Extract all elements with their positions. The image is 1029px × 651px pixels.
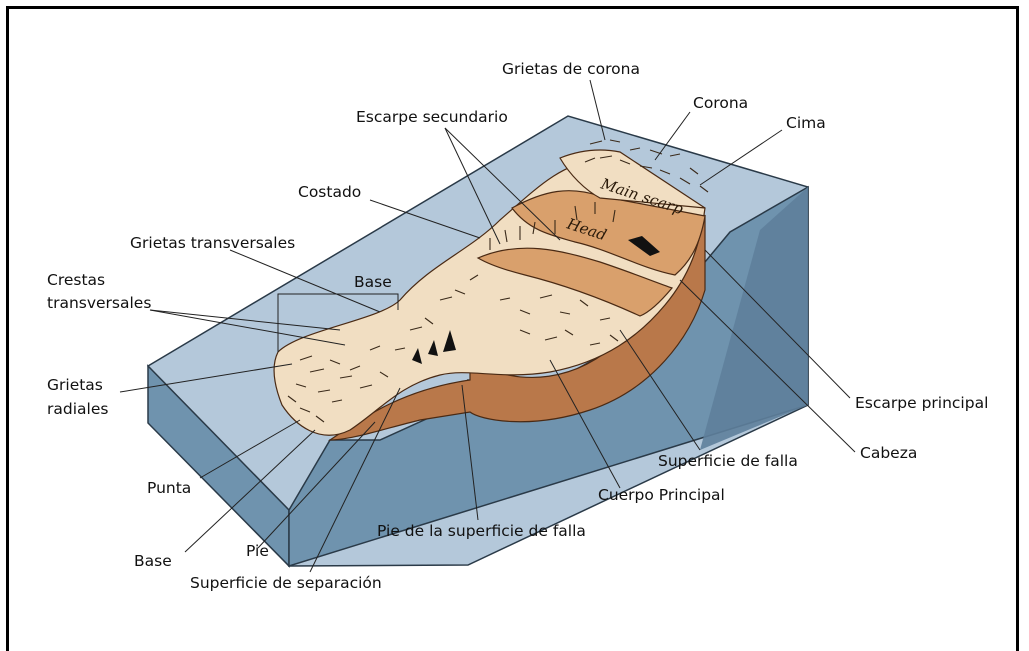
- leader-corona: [654, 111, 691, 161]
- ridge-mark-3: [443, 330, 456, 352]
- head-block: [511, 190, 706, 276]
- leader-grietas-radiales: [119, 363, 293, 393]
- label-crestas-line2: transversales: [47, 294, 151, 312]
- ridge-marks: [412, 236, 660, 364]
- main-scarp-face: [559, 149, 706, 209]
- leader-lines: [119, 79, 856, 573]
- label-cabeza: Cabeza: [860, 444, 917, 462]
- landslide-body: [273, 149, 706, 441]
- label-pie-superficie-falla: Pie de la superficie de falla: [377, 522, 586, 540]
- ridge-mark-2: [428, 340, 438, 356]
- label-grietas-transversales: Grietas transversales: [130, 234, 295, 252]
- ridge-mark-1: [412, 348, 422, 364]
- leader-escarpe-secundario: [444, 127, 561, 241]
- leader-escarpe-principal: [704, 249, 851, 399]
- leader-costado: [369, 199, 481, 239]
- leader-cabeza: [679, 279, 856, 453]
- leader-cuerpo-principal: [549, 359, 621, 489]
- diagram-labels: Grietas de corona Corona Cima Escarpe se…: [47, 60, 988, 592]
- diagram-frame: [6, 6, 1019, 651]
- crack-marks: [287, 139, 709, 423]
- label-punta: Punta: [147, 479, 191, 497]
- leader-crestas-b: [149, 309, 346, 346]
- label-grietas-radiales-line2: radiales: [47, 400, 108, 418]
- label-superficie-falla: Superficie de falla: [658, 452, 798, 470]
- label-pie: Pie: [246, 542, 269, 560]
- leader-crestas-a: [149, 309, 341, 331]
- middle-band: [476, 247, 674, 317]
- leader-grietas-corona: [589, 79, 606, 141]
- label-base-bottom: Base: [134, 552, 172, 570]
- label-cima: Cima: [786, 114, 826, 132]
- label-cuerpo-principal: Cuerpo Principal: [598, 486, 725, 504]
- leader-superficie-separacion: [309, 387, 401, 573]
- leader-pie-superficie-falla: [461, 384, 479, 521]
- label-corona: Corona: [693, 94, 748, 112]
- label-grietas-corona: Grietas de corona: [502, 60, 640, 78]
- leader-cima: [699, 129, 783, 186]
- label-escarpe-principal: Escarpe principal: [855, 394, 988, 412]
- label-superficie-separacion: Superficie de separación: [190, 574, 382, 592]
- label-costado: Costado: [298, 183, 361, 201]
- leader-grietas-transversales: [229, 249, 381, 313]
- terrain-right-wedge: [700, 187, 808, 450]
- label-escarpe-secundario: Escarpe secundario: [356, 108, 508, 126]
- leader-superficie-falla: [619, 329, 701, 451]
- leader-base-bottom: [184, 429, 316, 553]
- leader-punta: [199, 419, 301, 479]
- label-grietas-radiales-line1: Grietas: [47, 376, 103, 394]
- label-crestas-line1: Crestas: [47, 271, 105, 289]
- leader-escarpe-secundario-b: [444, 127, 501, 245]
- label-base-top: Base: [354, 273, 392, 291]
- leader-pie: [257, 421, 376, 549]
- ridge-mark-4: [628, 236, 660, 256]
